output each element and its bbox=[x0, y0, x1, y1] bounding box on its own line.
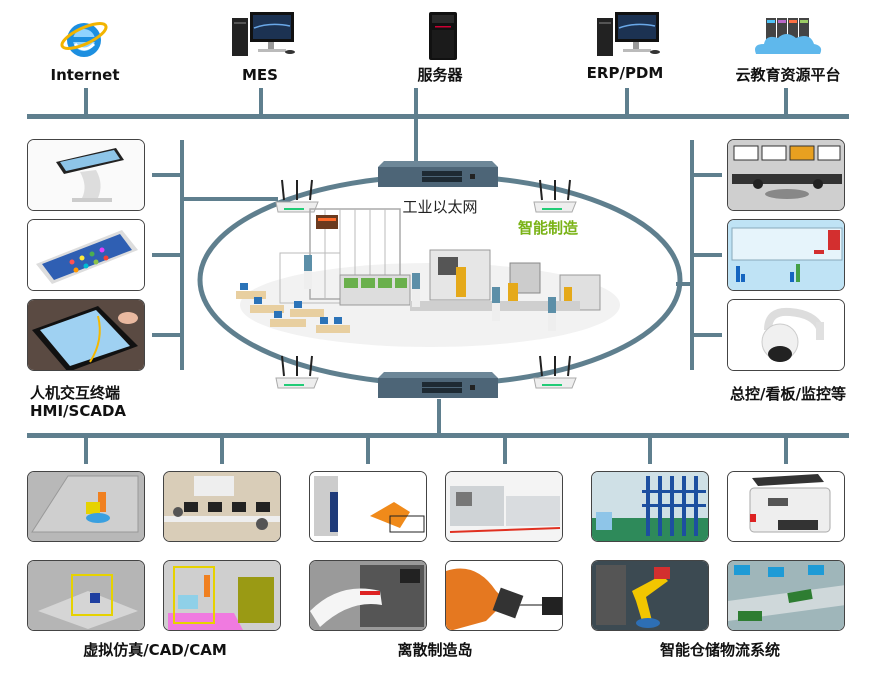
left-to-router-line bbox=[182, 197, 278, 201]
conveyor-line-card bbox=[727, 560, 845, 631]
simulation-robot-cell-card bbox=[27, 471, 145, 542]
bottom-bus-line bbox=[27, 433, 849, 438]
agv-vehicle-card bbox=[727, 471, 845, 542]
dome-camera-icon bbox=[728, 300, 844, 370]
top-drop-mes bbox=[259, 88, 263, 116]
hmi-group-label-cn: 人机交互终端 bbox=[30, 384, 121, 402]
industrial-ethernet-label: 工业以太网 bbox=[402, 198, 478, 216]
discrete-manufacturing-label: 离散制造岛 bbox=[397, 641, 473, 659]
control-group-label: 总控/看板/监控等 bbox=[730, 385, 846, 403]
right-branch-3 bbox=[692, 333, 722, 337]
bottom-drop-4 bbox=[503, 436, 507, 464]
bottom-drop-6 bbox=[784, 436, 788, 464]
left-branch-3 bbox=[152, 333, 182, 337]
hmi-group-label-en: HMI/SCADA bbox=[30, 402, 127, 420]
top-drop-server bbox=[414, 88, 418, 116]
dashboard-board-card bbox=[727, 219, 845, 291]
top-label-server: 服务器 bbox=[417, 66, 463, 84]
smart-factory-illustration bbox=[230, 205, 620, 355]
hmi-kiosk-card bbox=[27, 139, 145, 211]
control-room-card bbox=[727, 139, 845, 211]
right-branch-1 bbox=[692, 173, 722, 177]
robot-loading-card bbox=[309, 471, 427, 542]
ethernet-switch-bottom bbox=[378, 372, 498, 400]
hmi-tablet-card bbox=[27, 299, 145, 371]
left-branch-2 bbox=[152, 253, 182, 257]
tablet-touch-icon bbox=[28, 300, 144, 370]
left-vertical-bus bbox=[180, 140, 184, 370]
control-room-icon bbox=[728, 140, 844, 210]
top-bus-line bbox=[27, 114, 849, 119]
cad-classroom-card bbox=[163, 471, 281, 542]
wireless-router-icon bbox=[274, 354, 320, 390]
robot-arm-spindle-card bbox=[445, 560, 563, 631]
bottom-drop-3 bbox=[366, 436, 370, 464]
bottom-drop-2 bbox=[220, 436, 224, 464]
top-label-erp-pdm: ERP/PDM bbox=[586, 64, 664, 82]
wireless-router-icon bbox=[532, 178, 578, 214]
hmi-smartphone-card bbox=[27, 219, 145, 291]
yellow-robot-cell-card bbox=[591, 560, 709, 631]
smartphone-icon bbox=[28, 220, 144, 290]
top-drop-erp bbox=[625, 88, 629, 116]
top-label-mes: MES bbox=[242, 66, 278, 84]
desktop-computer-icon bbox=[230, 10, 300, 60]
cnc-lathe-line-card bbox=[445, 471, 563, 542]
top-to-switch-line bbox=[414, 116, 418, 164]
internet-explorer-icon bbox=[58, 14, 110, 62]
desktop-computer-icon bbox=[595, 10, 665, 60]
cam-robot-cell-card bbox=[163, 560, 281, 631]
left-branch-1 bbox=[152, 173, 182, 177]
wireless-router-icon bbox=[532, 354, 578, 390]
server-tower-icon bbox=[425, 10, 461, 62]
cloud-server-icon bbox=[752, 16, 824, 58]
switch-to-bottom-bus-line bbox=[437, 399, 441, 435]
bottom-drop-5 bbox=[648, 436, 652, 464]
bottom-drop-1 bbox=[84, 436, 88, 464]
top-label-cloud-platform: 云教育资源平台 bbox=[735, 66, 841, 84]
top-drop-internet bbox=[84, 88, 88, 116]
dashboard-board-icon bbox=[728, 220, 844, 290]
ethernet-switch-top bbox=[378, 161, 498, 189]
robot-cnc-machine-card bbox=[309, 560, 427, 631]
smart-manufacturing-label: 智能制造 bbox=[517, 219, 578, 237]
right-branch-2 bbox=[692, 253, 722, 257]
top-label-internet: Internet bbox=[50, 66, 120, 84]
simulation-group-label: 虚拟仿真/CAD/CAM bbox=[83, 641, 227, 659]
right-to-ring-line bbox=[676, 282, 692, 286]
kiosk-touchscreen-icon bbox=[28, 140, 144, 210]
warehouse-racks-card bbox=[591, 471, 709, 542]
warehouse-logistics-label: 智能仓储物流系统 bbox=[659, 641, 780, 659]
wireless-router-icon bbox=[274, 178, 320, 214]
simulation-layout-card bbox=[27, 560, 145, 631]
top-drop-cloud bbox=[784, 88, 788, 116]
dome-camera-card bbox=[727, 299, 845, 371]
